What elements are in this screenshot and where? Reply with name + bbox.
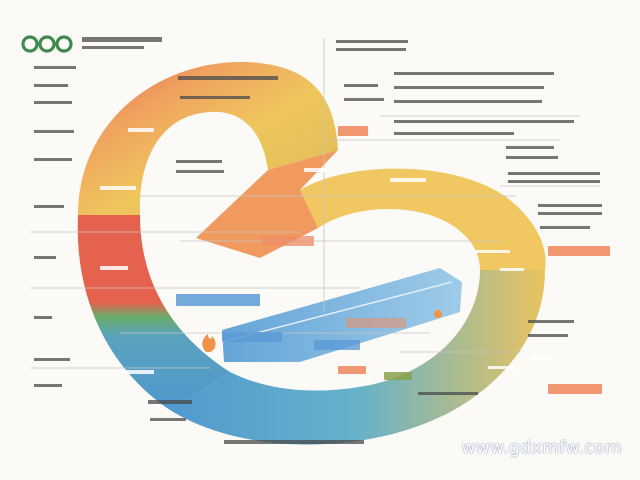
ring-arc-top [78, 61, 338, 215]
pseudo-text-strokes [34, 37, 602, 444]
ring-pseudo-text [100, 128, 554, 374]
tag-orange-1 [338, 126, 368, 136]
tag-orange-6 [346, 318, 406, 328]
flame-icon [202, 334, 216, 352]
tag-orange-4 [548, 384, 602, 394]
ring-arrow-head [196, 150, 338, 258]
watermark: www.gdxmfw.com [461, 438, 622, 458]
tag-blue-3 [314, 340, 360, 350]
tag-blue-1 [176, 294, 260, 306]
tag-orange-5 [338, 366, 366, 374]
tag-orange-3 [548, 246, 610, 256]
tag-blue-2 [222, 332, 282, 342]
ring-arc-left [77, 215, 230, 410]
ring-arc-bottom [170, 270, 545, 445]
tag-olive-1 [384, 372, 412, 380]
highlight-tags [176, 126, 610, 394]
tag-orange-2 [262, 236, 314, 246]
flame-icon [434, 310, 442, 318]
ring-arc-right [300, 168, 546, 270]
logo-circles-icon [21, 35, 73, 53]
